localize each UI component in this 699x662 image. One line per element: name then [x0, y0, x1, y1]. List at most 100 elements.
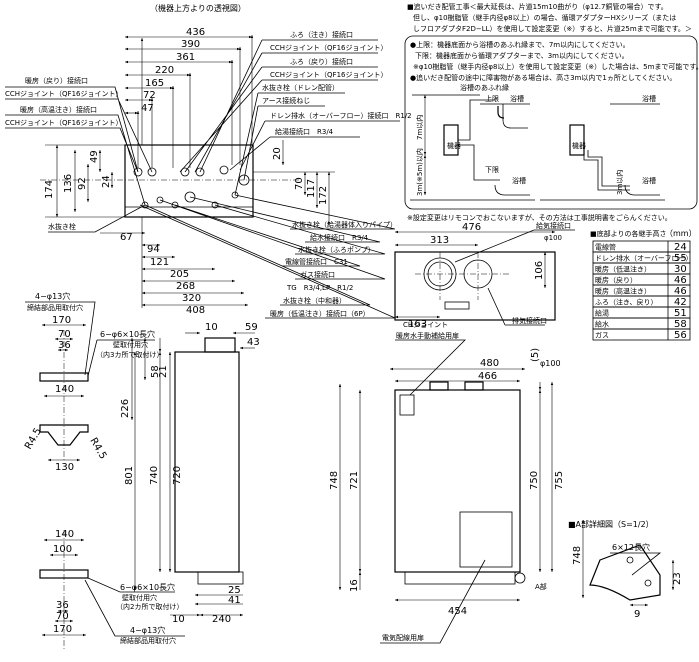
dim-24: 24 — [101, 175, 112, 188]
table-cell-name: 暖房（高温注き） — [595, 287, 651, 296]
dim-436: 436 — [186, 27, 205, 38]
label-heating-high: 暖房（高温注き）接続口 — [20, 105, 97, 114]
label-tub-4: 浴槽 — [642, 176, 656, 185]
top-view: （機器上方よりの透視図） 436 390 — [5, 3, 412, 319]
table-cell-value: 42 — [674, 297, 687, 308]
side-dim-801: 801 — [124, 466, 135, 485]
wall-bracket-bottom: 140 100 36 70 170 6−φ6×10長穴 壁取付用穴 （内2カ所で… — [39, 529, 185, 650]
side-dim-25: 25 — [228, 585, 241, 596]
side-view: 10 59 43 58 21 226 801 740 720 25 41 240… — [120, 322, 260, 625]
label-unit-1: 機器 — [447, 141, 461, 150]
table-unit: （mm） — [665, 229, 697, 238]
bt-slot-use: 壁取付用穴 — [113, 340, 148, 349]
dim-49: 49 — [89, 150, 100, 163]
a-part-label: A部 — [535, 582, 547, 591]
dim-476: 476 — [462, 222, 481, 233]
dim-163: 163 — [408, 319, 427, 330]
dim-20: 20 — [272, 147, 283, 160]
table-cell-name: 電線管 — [595, 243, 616, 252]
note-lower-limit: 下限：機器底面から循環アダプターまで、3m以内にしてください。 — [415, 51, 629, 60]
bt-r45-right: R4.5 — [87, 436, 108, 461]
table-cell-value: 30 — [674, 264, 687, 275]
label-drain-plug: 水抜き栓（ドレン配管） — [262, 83, 339, 92]
label-tub-2: 浴槽 — [512, 176, 526, 185]
dim-92: 92 — [77, 177, 88, 190]
note-obstacle: ●追いだき配管の途中に障害物がある場合は、高さ3m以内で1ヵ所としてください。 — [410, 73, 676, 82]
dim-117: 117 — [306, 179, 317, 198]
note-upper-limit: ●上限：機器底面から浴槽のあふれ縁まで、7m以内にしてください。 — [410, 40, 630, 49]
side-dim-10b: 10 — [172, 614, 185, 625]
side-dim-240: 240 — [212, 614, 231, 625]
label-heating-low: 暖房（低温注き）接続口（6P） — [270, 309, 370, 318]
dim-136: 136 — [63, 174, 74, 193]
side-dim-226: 226 — [120, 399, 131, 418]
bb-70: 70 — [56, 611, 69, 622]
label-water-inlet: 給水接続口 R3/4 — [310, 233, 369, 242]
table-cell-value: 51 — [674, 308, 687, 319]
label-heating-return: 暖房（戻り）接続口 — [25, 76, 88, 85]
dim-121: 121 — [150, 257, 169, 268]
label-tub-1: 浴槽 — [510, 94, 524, 103]
dim-205: 205 — [170, 269, 189, 280]
bt-70: 70 — [58, 329, 71, 340]
unit-top-view: 476 313 106 163 給気接続口 φ100 排気接続口 — [394, 221, 575, 330]
bt-36: 36 — [58, 340, 71, 351]
label-3m: 3m以内 — [615, 170, 624, 195]
wiring-door — [459, 511, 513, 568]
bb-100: 100 — [53, 544, 72, 555]
table-cell-value: 55 — [674, 253, 687, 264]
top-view-body — [124, 144, 254, 218]
dim-408: 408 — [186, 305, 205, 316]
dim-755: 755 — [554, 471, 565, 490]
intake-label: 給気接続口 — [536, 221, 571, 230]
table-cell-name: ガス — [595, 331, 609, 340]
note-header-3: しフロアダプタF2D−LL）を使用して設定変更（※）すると、片道25mまで可能で… — [413, 24, 692, 33]
label-conduit: 電線管接続口 C31 — [285, 257, 348, 266]
dim-47: 47 — [141, 103, 154, 114]
wiring-door-label: 電気配線用扉 — [382, 633, 424, 642]
side-dim-43: 43 — [247, 337, 260, 348]
side-dim-10: 10 — [205, 322, 218, 333]
bb-hole: 4−φ13穴 — [130, 625, 165, 635]
label-cch-joint: CCHジョイント（QF16ジョイント） — [5, 90, 122, 98]
exhaust-label: 排気接続口 — [512, 316, 547, 325]
dim-220: 220 — [155, 65, 174, 76]
top-view-title: （機器上方よりの透視図） — [150, 3, 246, 13]
label-hot-water: 給湯接続口 R3/4 — [275, 127, 334, 136]
piping-diagram: 浴槽のあふれ縁 上限 浴槽 機器 下限 浴槽 7m以内 3m(※5m)以内 機器… — [410, 83, 665, 201]
dim-750: 750 — [529, 471, 540, 490]
detail-a-title: ■A部詳細図（S=1/2） — [568, 519, 654, 529]
bt-130: 130 — [55, 462, 74, 473]
side-dim-740: 740 — [149, 466, 160, 485]
bt-slot: 6−φ6×10長穴 — [100, 329, 155, 339]
dim-106: 106 — [534, 261, 545, 280]
bracket-hole: 4−φ13穴 — [35, 291, 70, 301]
note-box — [404, 35, 698, 210]
table-cell-name: 暖房（低温注き） — [595, 265, 651, 274]
bt-r45-left: R4.5 — [23, 426, 44, 451]
label-lower: 下限 — [485, 165, 499, 174]
dim-172: 172 — [318, 186, 329, 205]
label-cch-joint: CCHジョイント（QF16ジョイント） — [270, 44, 387, 52]
side-dim-720: 720 — [172, 466, 183, 485]
intake-diameter: φ100 — [544, 234, 562, 242]
detail-dim-23: 23 — [672, 572, 683, 585]
note-resin-pipe: ※φ10樹脂管（継手内径φ8以上）を使用して設定変更（※）した場合は、5mまで可… — [413, 62, 699, 71]
label-overflow-edge: 浴槽のあふれ縁 — [460, 83, 509, 92]
bt-140: 140 — [55, 384, 74, 395]
bb-36: 36 — [56, 600, 69, 611]
refill-door — [399, 394, 415, 416]
ch-joint-label: CHジョイント — [403, 321, 448, 329]
table-cell-name: 給湯 — [595, 309, 609, 318]
label-gas: ガス接続口 — [300, 270, 335, 279]
label-drain-overflow: ドレン排水（オーバーフロー）接続口 R1/2 — [270, 111, 412, 120]
table-cell-value: 24 — [674, 242, 687, 253]
table-title: ■底部よりの各継手高さ — [590, 229, 666, 238]
bb-hole-use: 締結部品用取付穴 — [120, 636, 176, 645]
label-earth-screw: アース接続ねじ — [262, 96, 310, 105]
dim-174: 174 — [44, 180, 55, 199]
front-dia: φ100 — [540, 359, 561, 368]
dim-94: 94 — [147, 244, 160, 255]
label-drain-hw-pipe: 水抜き栓（給湯器体入りパイプ） — [292, 220, 397, 229]
